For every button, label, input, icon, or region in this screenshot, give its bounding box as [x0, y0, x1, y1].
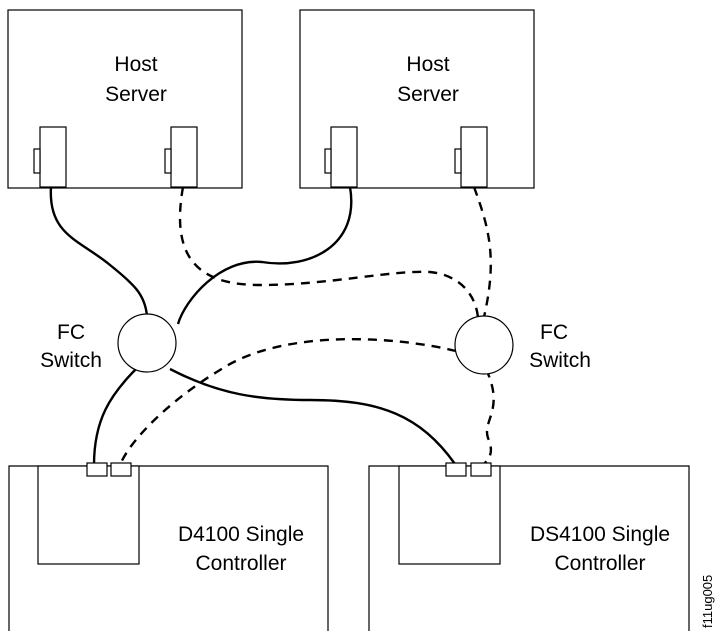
- controller-1-ports: [86, 462, 132, 477]
- controller-2-port-b: [470, 462, 492, 477]
- figure-code: f11ug005: [700, 575, 715, 628]
- controller-2-label-line2: Controller: [554, 552, 645, 575]
- cable-host1-to-switch1: [49, 186, 149, 317]
- cable-switch2-to-controller1: [118, 337, 457, 466]
- host-server-1-adapter-a: [33, 126, 67, 188]
- controller-2-label-line1: DS4100 Single: [530, 523, 670, 546]
- fc-switch-2: FC Switch: [454, 315, 591, 375]
- host-server-2: Host Server: [299, 9, 535, 189]
- cable-switch2-to-controller2: [482, 368, 495, 466]
- fc-switch-1-label-line1: FC: [57, 321, 85, 344]
- host-server-2-adapter-a: [324, 126, 358, 188]
- controller-2-port-a: [445, 462, 467, 477]
- host-server-1: Host Server: [7, 9, 243, 189]
- controller-1-label-line1: D4100 Single: [178, 523, 304, 546]
- controller-1-port-a: [86, 462, 108, 477]
- controller-1-label-line2: Controller: [195, 552, 286, 575]
- cable-host2-to-switch2: [472, 186, 492, 318]
- cable-host1-to-switch2: [178, 186, 480, 319]
- controller-2: DS4100 Single Controller: [368, 465, 690, 631]
- cable-switch1-to-controller1: [92, 367, 138, 466]
- dashed-cables: [118, 186, 495, 466]
- cable-host2-to-switch1: [176, 186, 353, 325]
- fc-switch-1: FC Switch: [40, 313, 177, 373]
- fc-switch-2-label-line1: FC: [540, 321, 568, 344]
- controller-1-port-b: [110, 462, 132, 477]
- host-server-1-label-line1: Host: [114, 53, 157, 76]
- host-server-1-adapter-b: [164, 126, 198, 188]
- cable-switch1-to-controller2: [169, 367, 456, 465]
- controller-2-ports: [445, 462, 492, 477]
- host-server-1-label-line2: Server: [105, 83, 167, 106]
- host-server-2-label-line2: Server: [397, 83, 459, 106]
- controller-1: D4100 Single Controller: [8, 465, 329, 631]
- host-server-2-label-line1: Host: [406, 53, 449, 76]
- fc-switch-1-label-line2: Switch: [40, 349, 102, 372]
- host-server-2-adapter-b: [454, 126, 488, 188]
- solid-cables: [49, 186, 456, 466]
- fc-switch-2-label-line2: Switch: [529, 349, 591, 372]
